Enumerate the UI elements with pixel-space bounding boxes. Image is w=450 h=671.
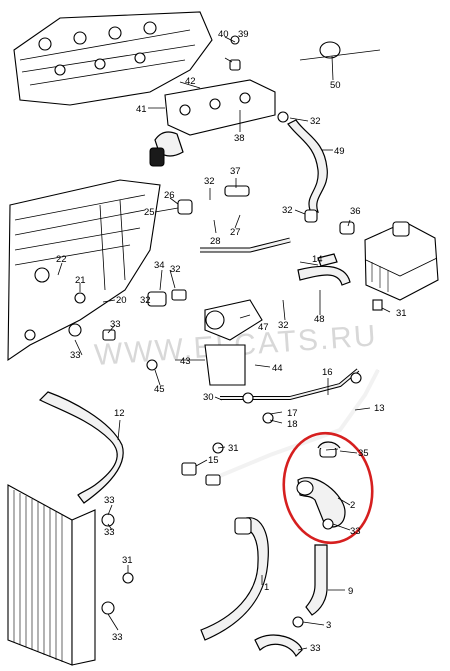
part-label: 33 (104, 495, 115, 506)
part-label: 32 (282, 205, 293, 216)
coolant-flange (149, 79, 276, 167)
part-label: 50 (330, 80, 341, 91)
part-label: 34 (154, 260, 165, 271)
part-label: 32 (204, 176, 215, 187)
hose-9 (305, 544, 328, 616)
part-label: 1 (264, 582, 269, 593)
part-label: 18 (287, 419, 298, 430)
part-label: 33 (110, 319, 121, 330)
part-label: 32 (310, 116, 321, 127)
part-label: 15 (208, 455, 219, 466)
cylinder-head (13, 11, 213, 106)
part-label: 27 (230, 227, 241, 238)
part-label: 26 (164, 190, 175, 201)
leader-lines (57, 36, 391, 651)
part-label: 49 (334, 146, 345, 157)
part-label: 40 (218, 29, 229, 40)
part-label: 12 (114, 408, 125, 419)
part-label: 16 (322, 367, 333, 378)
engine-block (7, 179, 161, 362)
part-label: 38 (234, 133, 245, 144)
part-label: 43 (180, 356, 191, 367)
part-label: 20 (116, 295, 127, 306)
part-label: 45 (154, 384, 165, 395)
part-label: 32 (170, 264, 181, 275)
part-label: 39 (238, 29, 249, 40)
part-label: 32 (140, 295, 151, 306)
part-label: 44 (272, 363, 283, 374)
radiator (7, 484, 96, 666)
part-label: 41 (136, 104, 147, 115)
part-label: 33 (112, 632, 123, 643)
part-label: 37 (230, 166, 241, 177)
part-label: 33 (104, 527, 115, 538)
hose-1 (200, 517, 269, 641)
part-label: 31 (228, 443, 239, 454)
part-label: 25 (144, 207, 155, 218)
part-label: 30 (203, 392, 214, 403)
hose-12 (38, 391, 124, 504)
part-label: 31 (122, 555, 133, 566)
pipe-13 (209, 369, 380, 482)
part-label: 35 (358, 448, 369, 459)
part-label: 48 (314, 314, 325, 325)
part-label: 33 (70, 350, 81, 361)
highlight-circle (282, 431, 374, 545)
part-label: 42 (185, 76, 196, 87)
part-label: 33 (350, 526, 361, 537)
part-label: 28 (210, 236, 221, 247)
hose-48 (297, 253, 351, 286)
part-label: 3 (326, 620, 331, 631)
part-label: 14 (312, 254, 323, 265)
part-label: 22 (56, 254, 67, 265)
hose-3 (254, 634, 303, 658)
part-label: 13 (374, 403, 385, 414)
hose-2 (296, 477, 346, 528)
part-label: 32 (278, 320, 289, 331)
part-label: 21 (75, 275, 86, 286)
part-label: 33 (310, 643, 321, 654)
part-label: 31 (396, 308, 407, 319)
part-label: 9 (348, 586, 353, 597)
pipe-16 (220, 368, 360, 400)
expansion-tank (364, 221, 439, 311)
part-label: 36 (350, 206, 361, 217)
callout-labels: 40 39 50 42 41 38 32 49 37 32 26 25 32 3… (56, 29, 407, 654)
part-label: 17 (287, 408, 298, 419)
pipe-14 (200, 237, 291, 253)
aux-pump (204, 299, 263, 386)
part-label: 2 (350, 500, 355, 511)
hose-49 (287, 119, 328, 213)
part-label: 47 (258, 322, 269, 333)
